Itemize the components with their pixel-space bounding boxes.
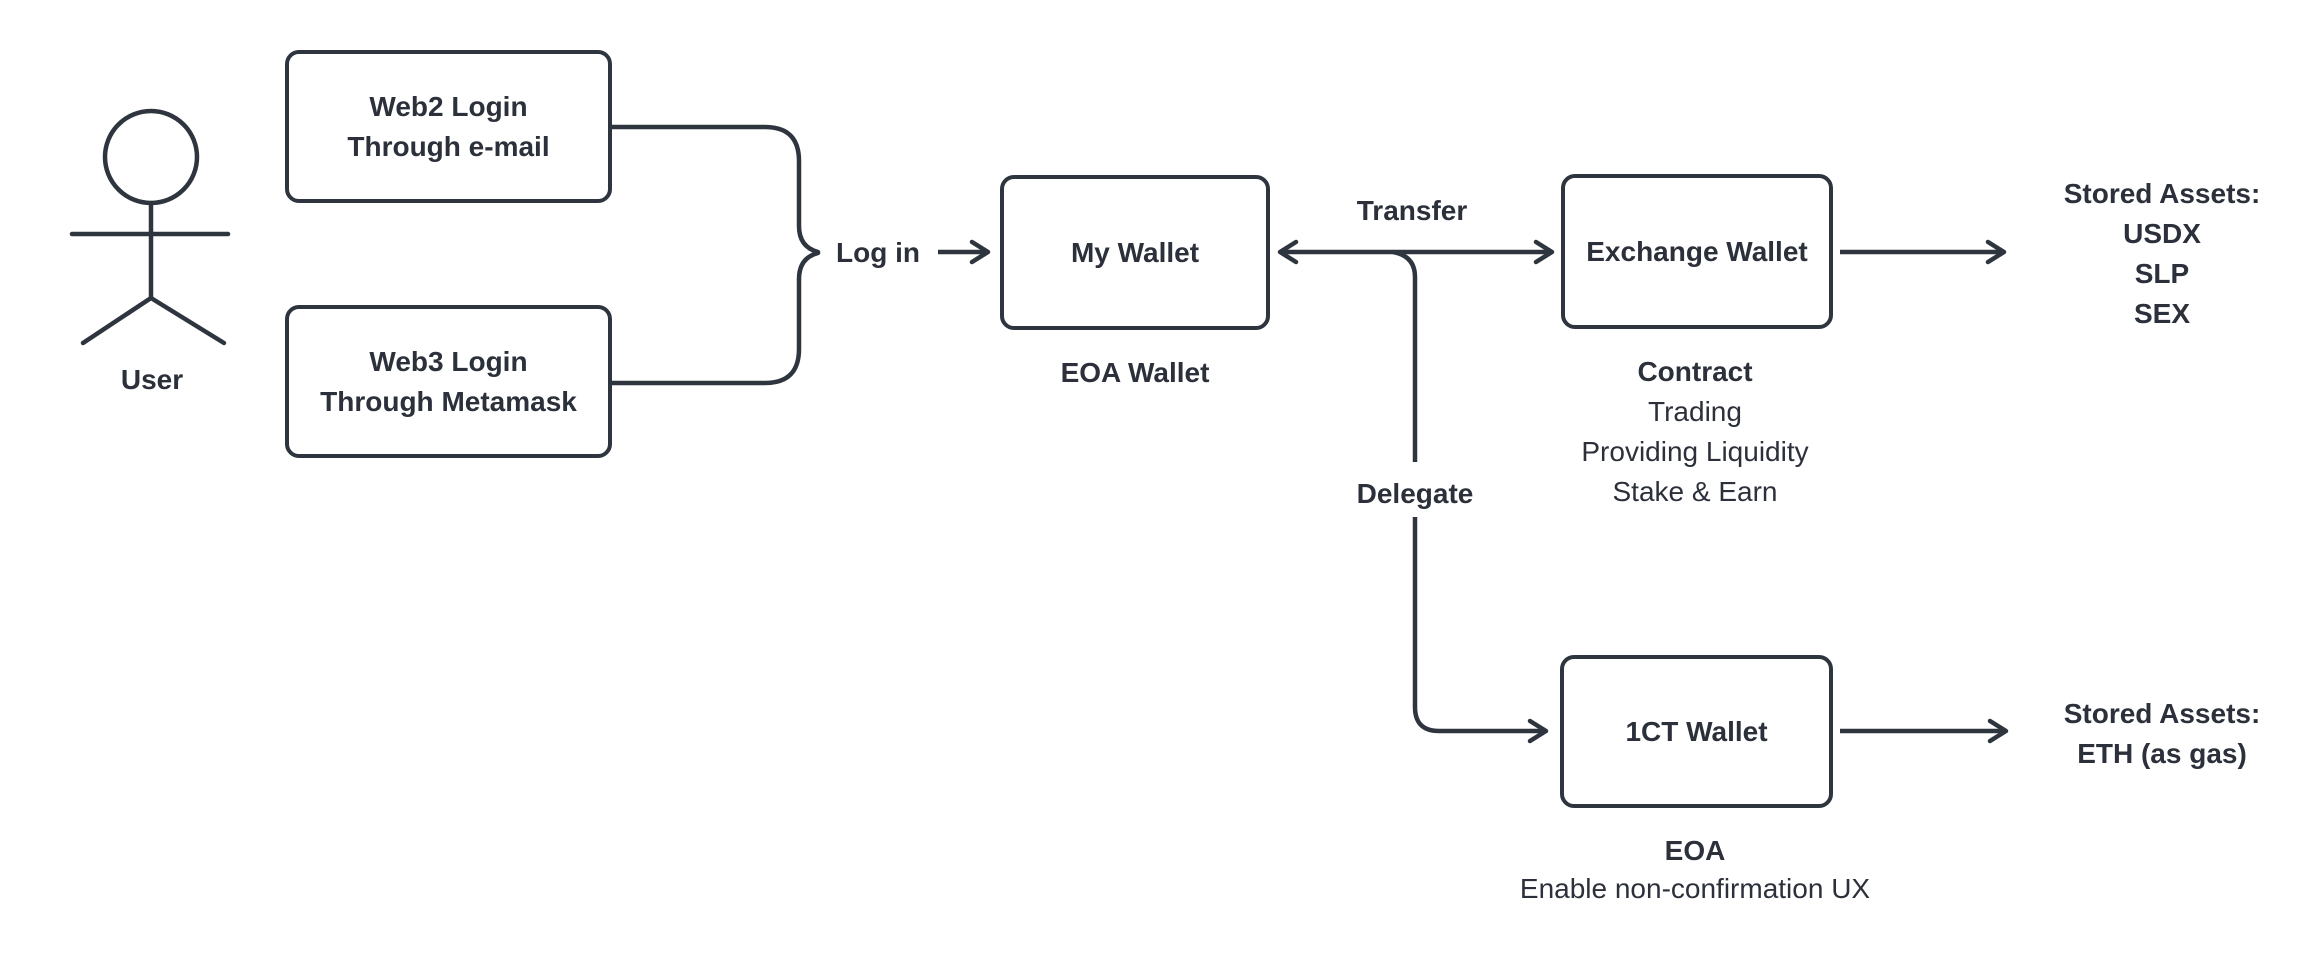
node-1ct-wallet: 1CT Wallet <box>1560 655 1833 808</box>
1ct-wallet-caption: EOA Enable non-confirmation UX <box>1520 832 1870 908</box>
user-actor-figure <box>69 108 231 346</box>
delegate-arrow <box>1412 517 1549 744</box>
actor-head <box>102 108 200 206</box>
node-web3-login: Web3 Login Through Metamask <box>285 305 612 458</box>
exchange-wallet-caption: Contract Trading Providing Liquidity Sta… <box>1581 352 1808 512</box>
1ct-caption-title: EOA <box>1664 835 1726 866</box>
exchange-stored-asset: SLP <box>2134 258 2190 289</box>
node-web2-login: Web2 Login Through e-mail <box>285 50 612 203</box>
node-web3-login-line1: Web3 Login <box>369 345 528 377</box>
exchange-caption-item: Stake & Earn <box>1612 476 1778 507</box>
exchange-caption-title: Contract <box>1637 356 1753 387</box>
exchange-caption-item: Trading <box>1648 396 1742 427</box>
exchange-stored-assets: Stored Assets: USDX SLP SEX <box>2064 174 2261 334</box>
my-wallet-caption: EOA Wallet <box>1060 357 1210 388</box>
delegate-line-upper <box>1392 249 1418 462</box>
node-exchange-wallet-label: Exchange Wallet <box>1586 235 1808 267</box>
node-exchange-wallet: Exchange Wallet <box>1561 174 1833 329</box>
1ct-stored-assets: Stored Assets: ETH (as gas) <box>2064 694 2261 774</box>
node-web2-login-line1: Web2 Login <box>369 90 528 122</box>
exchange-stored-assets-title: Stored Assets: <box>2063 178 2261 209</box>
1ct-caption-note: Enable non-confirmation UX <box>1519 873 1871 904</box>
exchange-caption-item: Providing Liquidity <box>1581 436 1809 467</box>
node-my-wallet: My Wallet <box>1000 175 1270 330</box>
login-edge-label: Log in <box>836 237 920 268</box>
delegate-edge-label: Delegate <box>1350 478 1480 510</box>
actor-leg-left <box>80 295 154 346</box>
actor-label: User <box>120 364 184 395</box>
node-web3-login-line2: Through Metamask <box>320 385 577 417</box>
web3-merge-connector <box>609 250 821 386</box>
transfer-edge-label: Transfer <box>1356 195 1468 226</box>
node-1ct-wallet-label: 1CT Wallet <box>1625 715 1768 747</box>
exchange-stored-asset: USDX <box>2123 218 2201 249</box>
actor-leg-right <box>148 295 227 346</box>
exchange-stored-asset: SEX <box>2133 298 2191 329</box>
web2-merge-connector <box>609 124 821 255</box>
node-web2-login-line2: Through e-mail <box>347 130 550 162</box>
1ct-stored-assets-title: Stored Assets: <box>2063 698 2261 729</box>
1ct-stored-asset: ETH (as gas) <box>2077 738 2247 769</box>
node-my-wallet-label: My Wallet <box>1070 236 1200 268</box>
